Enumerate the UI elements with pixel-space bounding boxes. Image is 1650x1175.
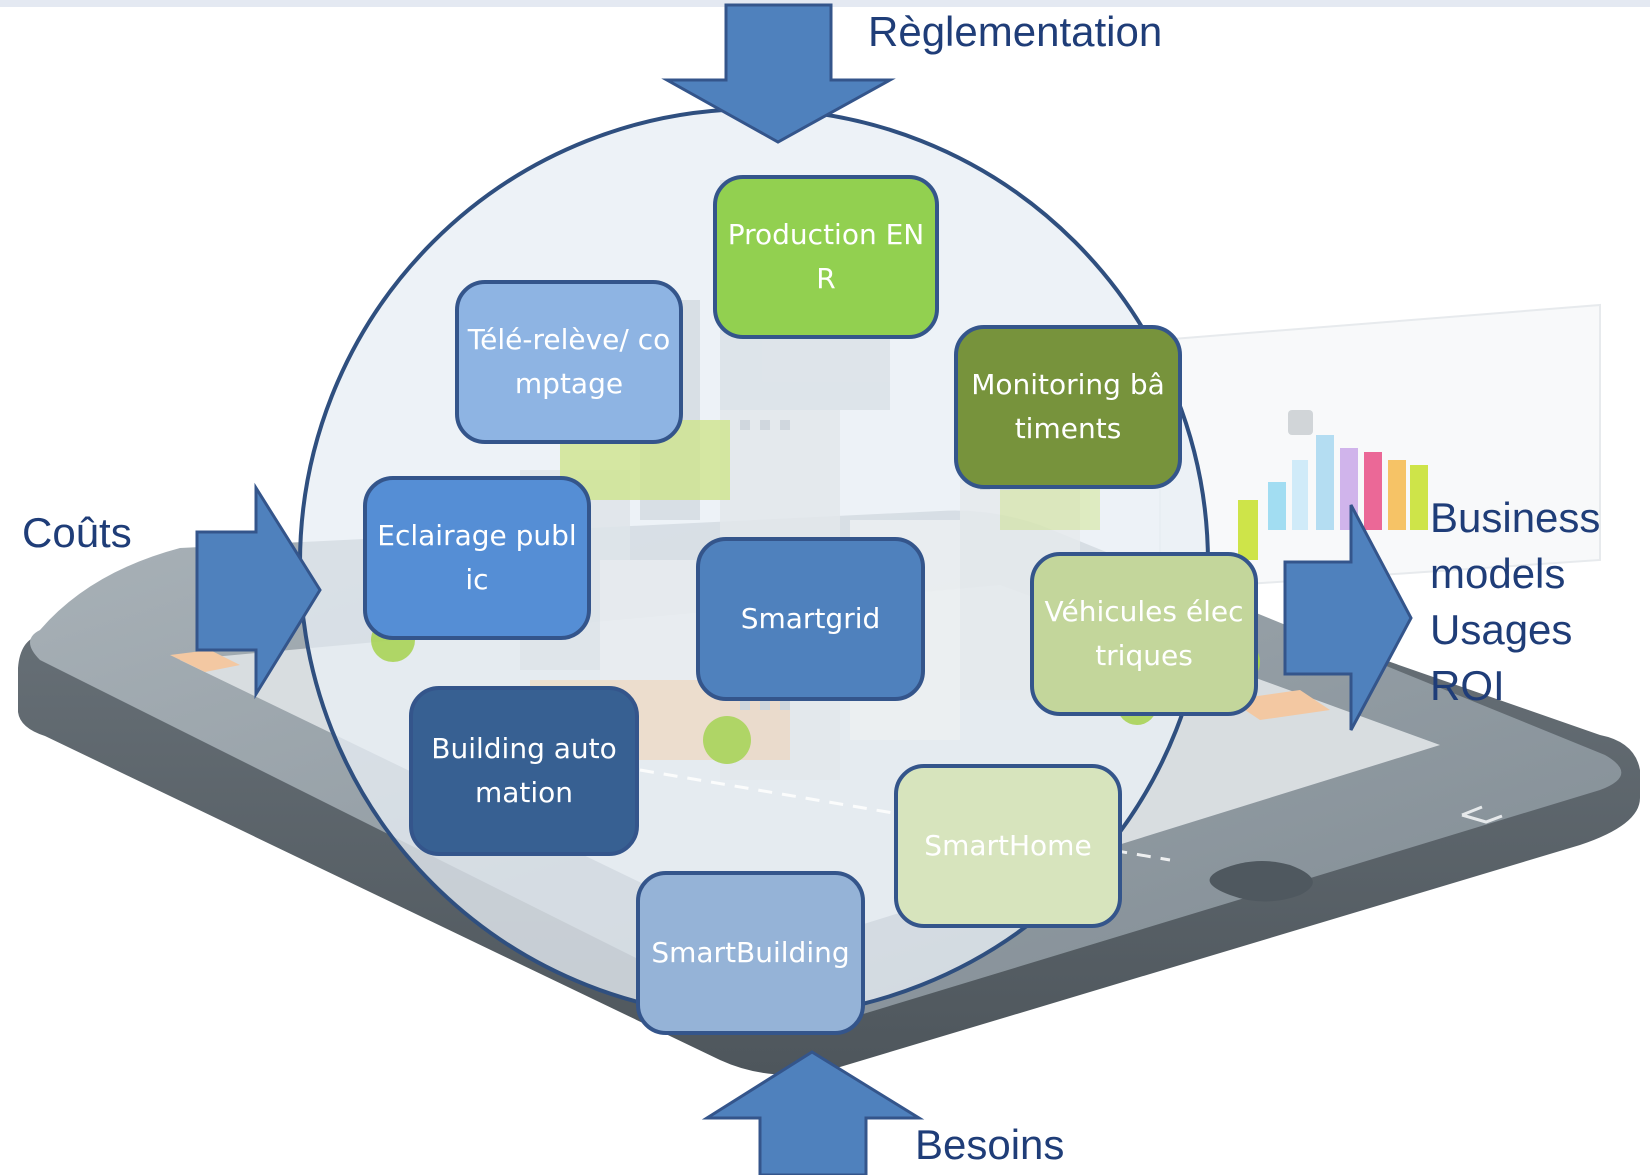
- box-vehicules-electriques-label: Véhicules électriques: [1044, 595, 1244, 672]
- arrow-right: [1283, 504, 1413, 731]
- label-right-line-2: models: [1430, 550, 1566, 597]
- box-smarthome: SmartHome: [894, 764, 1122, 928]
- arrow-top: [661, 3, 896, 144]
- box-vehicules-electriques: Véhicules électriques: [1030, 552, 1258, 716]
- label-couts: Coûts: [22, 509, 132, 556]
- box-production-enr: Production ENR: [713, 175, 939, 339]
- label-reglementation: Règlementation: [868, 8, 1163, 55]
- arrow-bottom: [701, 1050, 925, 1175]
- background-chart-panel: [1159, 303, 1601, 592]
- box-tele-releve-label: Télé-relève/ comptage: [467, 323, 671, 400]
- box-monitoring-batiments: Monitoring bâtiments: [954, 325, 1182, 489]
- box-building-automation: Building automation: [409, 686, 639, 856]
- label-right-line-3: Usages: [1430, 606, 1573, 653]
- box-tele-releve: Télé-relève/ comptage: [455, 280, 683, 444]
- box-monitoring-batiments-label: Monitoring bâtiments: [971, 368, 1165, 445]
- label-besoins: Besoins: [915, 1121, 1065, 1168]
- box-building-automation-label: Building automation: [431, 732, 617, 809]
- box-smartgrid: Smartgrid: [696, 537, 925, 701]
- box-smartbuilding-label: SmartBuilding: [651, 936, 850, 969]
- box-smarthome-label: SmartHome: [924, 829, 1092, 862]
- box-smartgrid-label: Smartgrid: [740, 602, 881, 635]
- label-right-line-4: ROI: [1430, 662, 1505, 709]
- arrow-left: [195, 482, 322, 700]
- box-smartbuilding: SmartBuilding: [636, 871, 865, 1035]
- box-eclairage-public: Eclairage public: [363, 476, 591, 640]
- box-eclairage-public-label: Eclairage public: [377, 519, 577, 596]
- label-right-line-1: Business: [1430, 494, 1601, 541]
- label-business-models: Business models Usages ROI: [1430, 490, 1600, 714]
- box-production-enr-label: Production ENR: [727, 218, 925, 295]
